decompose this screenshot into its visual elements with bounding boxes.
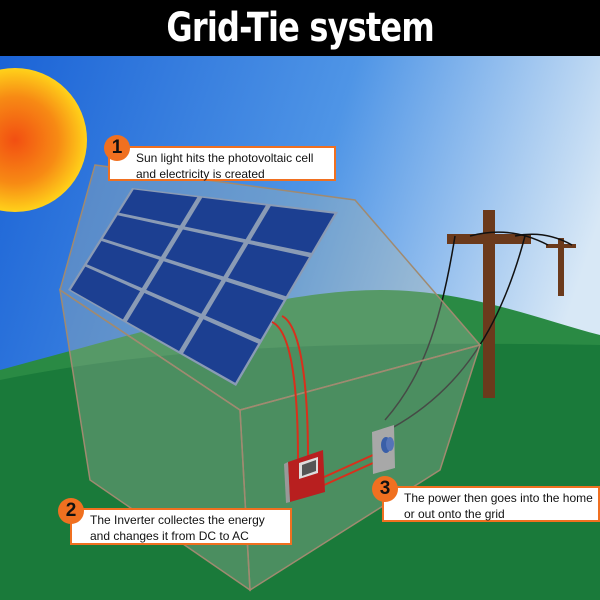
callout-step-1: Sun light hits the photovoltaic cell and… [108,146,336,181]
solar-cell [70,266,141,320]
callout-line: Sun light hits the photovoltaic cell [136,151,314,165]
solar-cell [146,261,222,314]
solar-cell [183,319,259,383]
solar-panel [68,188,338,386]
sun-icon [0,68,87,212]
electric-meter [372,425,395,474]
solar-cell [165,229,244,277]
solar-cell [227,243,309,297]
callout-line: The power then goes into the home [404,491,593,505]
callout-line: and changes it from DC to AC [90,529,249,543]
callout-step-3: The power then goes into the home or out… [382,486,600,522]
utility-pole [447,210,576,398]
page-title: Grid-Tie system [0,0,600,56]
step-number-badge: 3 [372,476,398,502]
solar-cell [126,292,200,352]
callout-line: and electricity is created [136,167,265,181]
solar-cell [103,215,179,257]
step-number-badge: 1 [104,135,130,161]
power-lines [384,231,573,429]
solar-cell [86,240,160,289]
callout-line: The Inverter collectes the energy [90,513,265,527]
solar-cell [119,189,198,226]
dc-wires [271,315,374,487]
callout-step-2: The Inverter collectes the energy and ch… [70,508,292,545]
step-number-badge: 2 [58,498,84,524]
solar-cell [205,281,284,340]
solar-cell [184,197,266,240]
callout-line: or out onto the grid [404,507,505,521]
title-text: Grid-Tie system [166,5,434,51]
solar-cell [250,206,335,253]
inverter [284,450,325,503]
